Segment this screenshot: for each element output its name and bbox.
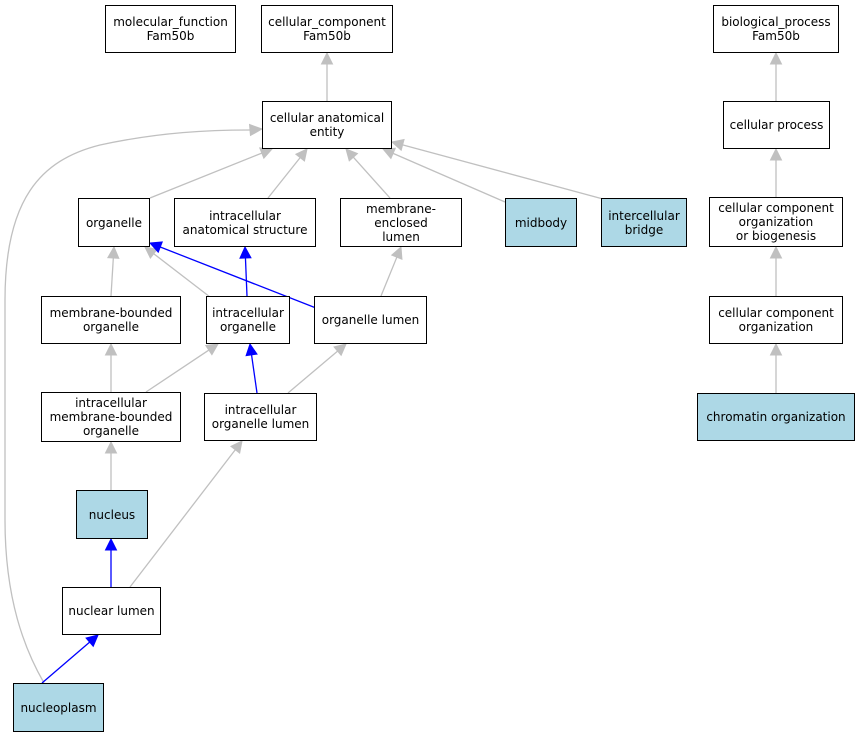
- node-biological-process[interactable]: biological_process Fam50b: [713, 5, 839, 53]
- node-nucleoplasm[interactable]: nucleoplasm: [13, 683, 104, 732]
- edge-icb-to-cae: [390, 138, 604, 200]
- edge-cproc-to-bp: [769, 51, 783, 101]
- edge-io-to-ias: [239, 245, 252, 297]
- edge-ol-to-organelle: [148, 241, 317, 309]
- edge-chrom-to-cco: [769, 342, 783, 393]
- node-cellular-component-organization[interactable]: cellular component organization: [709, 296, 843, 344]
- node-cellular-anatomical-entity[interactable]: cellular anatomical entity: [262, 101, 392, 149]
- edge-iol-to-ol: [287, 343, 347, 394]
- edge-cco-to-ccob: [769, 245, 783, 296]
- edge-nucleoplasm-to-nlumen: [41, 634, 99, 684]
- node-organelle[interactable]: organelle: [78, 198, 150, 247]
- edge-cae-to-cc: [320, 51, 334, 101]
- node-intracellular-organelle-lumen[interactable]: intracellular organelle lumen: [204, 393, 317, 441]
- edge-organelle-to-cae: [149, 147, 274, 199]
- node-chromatin-organization[interactable]: chromatin organization: [697, 393, 855, 441]
- edge-io-to-organelle: [144, 246, 211, 298]
- node-intracellular-anatomical-structure[interactable]: intracellular anatomical structure: [174, 198, 316, 247]
- node-nuclear-lumen[interactable]: nuclear lumen: [62, 587, 161, 635]
- node-organelle-lumen[interactable]: organelle lumen: [314, 296, 427, 344]
- edge-nucleoplasm-to-cae: [4, 123, 264, 684]
- edge-ol-to-mel: [380, 245, 403, 297]
- node-nucleus[interactable]: nucleus: [76, 490, 148, 539]
- edge-nlumen-to-iol: [129, 440, 243, 588]
- node-membrane-enclosed-lumen[interactable]: membrane-enclosed lumen: [340, 198, 462, 247]
- edge-nucleus-to-imbo: [104, 440, 118, 490]
- edge-ias-to-cae: [267, 148, 308, 199]
- node-intracellular-membrane-bounded-organelle[interactable]: intracellular membrane-bounded organelle: [41, 392, 181, 442]
- edge-mbo-to-organelle: [107, 245, 120, 297]
- node-cellular-process[interactable]: cellular process: [723, 101, 830, 149]
- node-intercellular-bridge[interactable]: intercellular bridge: [601, 198, 687, 247]
- node-membrane-bounded-organelle[interactable]: membrane-bounded organelle: [41, 296, 181, 344]
- node-midbody[interactable]: midbody: [505, 198, 577, 247]
- node-intracellular-organelle[interactable]: intracellular organelle: [206, 296, 290, 344]
- edge-imbo-to-io: [145, 343, 219, 393]
- node-molecular-function[interactable]: molecular_function Fam50b: [105, 5, 236, 53]
- edge-ccob-to-cproc: [769, 147, 783, 197]
- node-cellular-component[interactable]: cellular_component Fam50b: [261, 5, 393, 53]
- edge-iol-to-io: [245, 342, 258, 394]
- edge-imbo-to-mbo: [104, 342, 118, 392]
- edge-nlumen-to-nucleus: [104, 537, 118, 587]
- edge-mel-to-cae: [345, 148, 391, 199]
- node-cellular-component-organization-or-biogenesis[interactable]: cellular component organization or bioge…: [709, 197, 843, 247]
